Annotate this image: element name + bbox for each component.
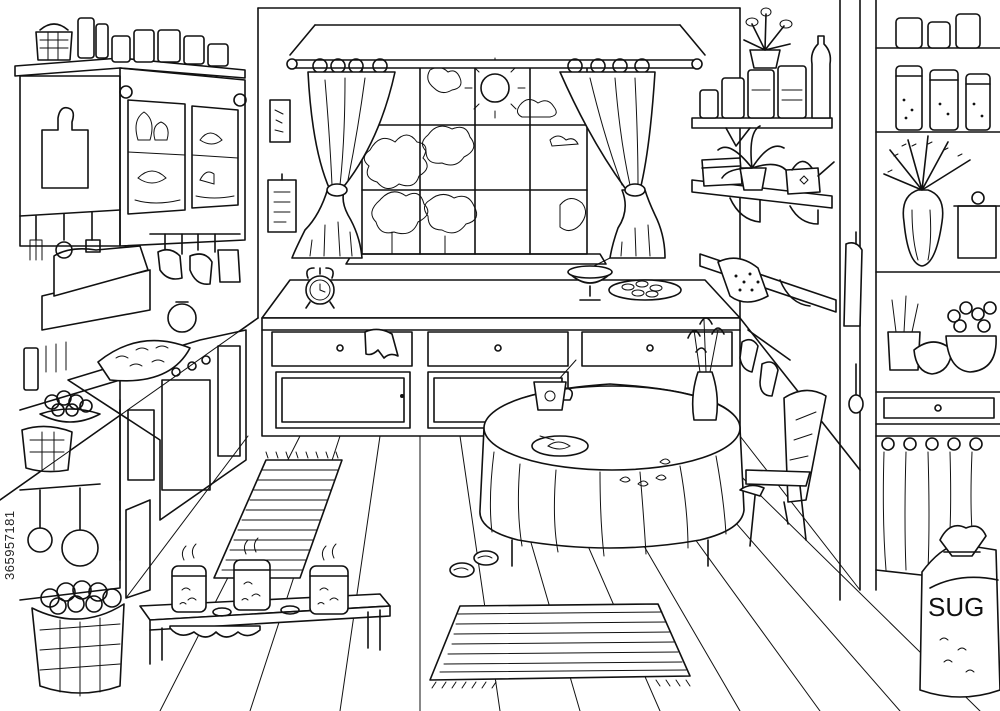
bowl-on-stand — [568, 258, 612, 300]
right-wall-shelves — [692, 8, 836, 396]
slippers — [450, 551, 498, 577]
cookie-plate — [609, 280, 681, 300]
curtain-left — [292, 72, 395, 258]
sugar-sack: SUG — [920, 526, 1000, 697]
chair — [740, 390, 826, 546]
pantry-cabinet — [844, 0, 1000, 590]
front-rug — [430, 604, 690, 688]
round-table — [480, 318, 744, 566]
wall-pictures — [268, 100, 296, 232]
upper-cabinet-left — [15, 18, 246, 284]
curtain-right — [560, 72, 665, 258]
trees — [364, 67, 585, 254]
stock-image-id: 365957181 — [2, 510, 17, 580]
window — [287, 25, 705, 264]
runner-rug — [214, 452, 342, 578]
alarm-clock — [306, 268, 334, 308]
bench-with-jars — [140, 538, 390, 664]
sugar-sack-label: SUG — [928, 592, 984, 622]
stove-area — [20, 210, 246, 600]
fruit-basket — [32, 581, 124, 696]
